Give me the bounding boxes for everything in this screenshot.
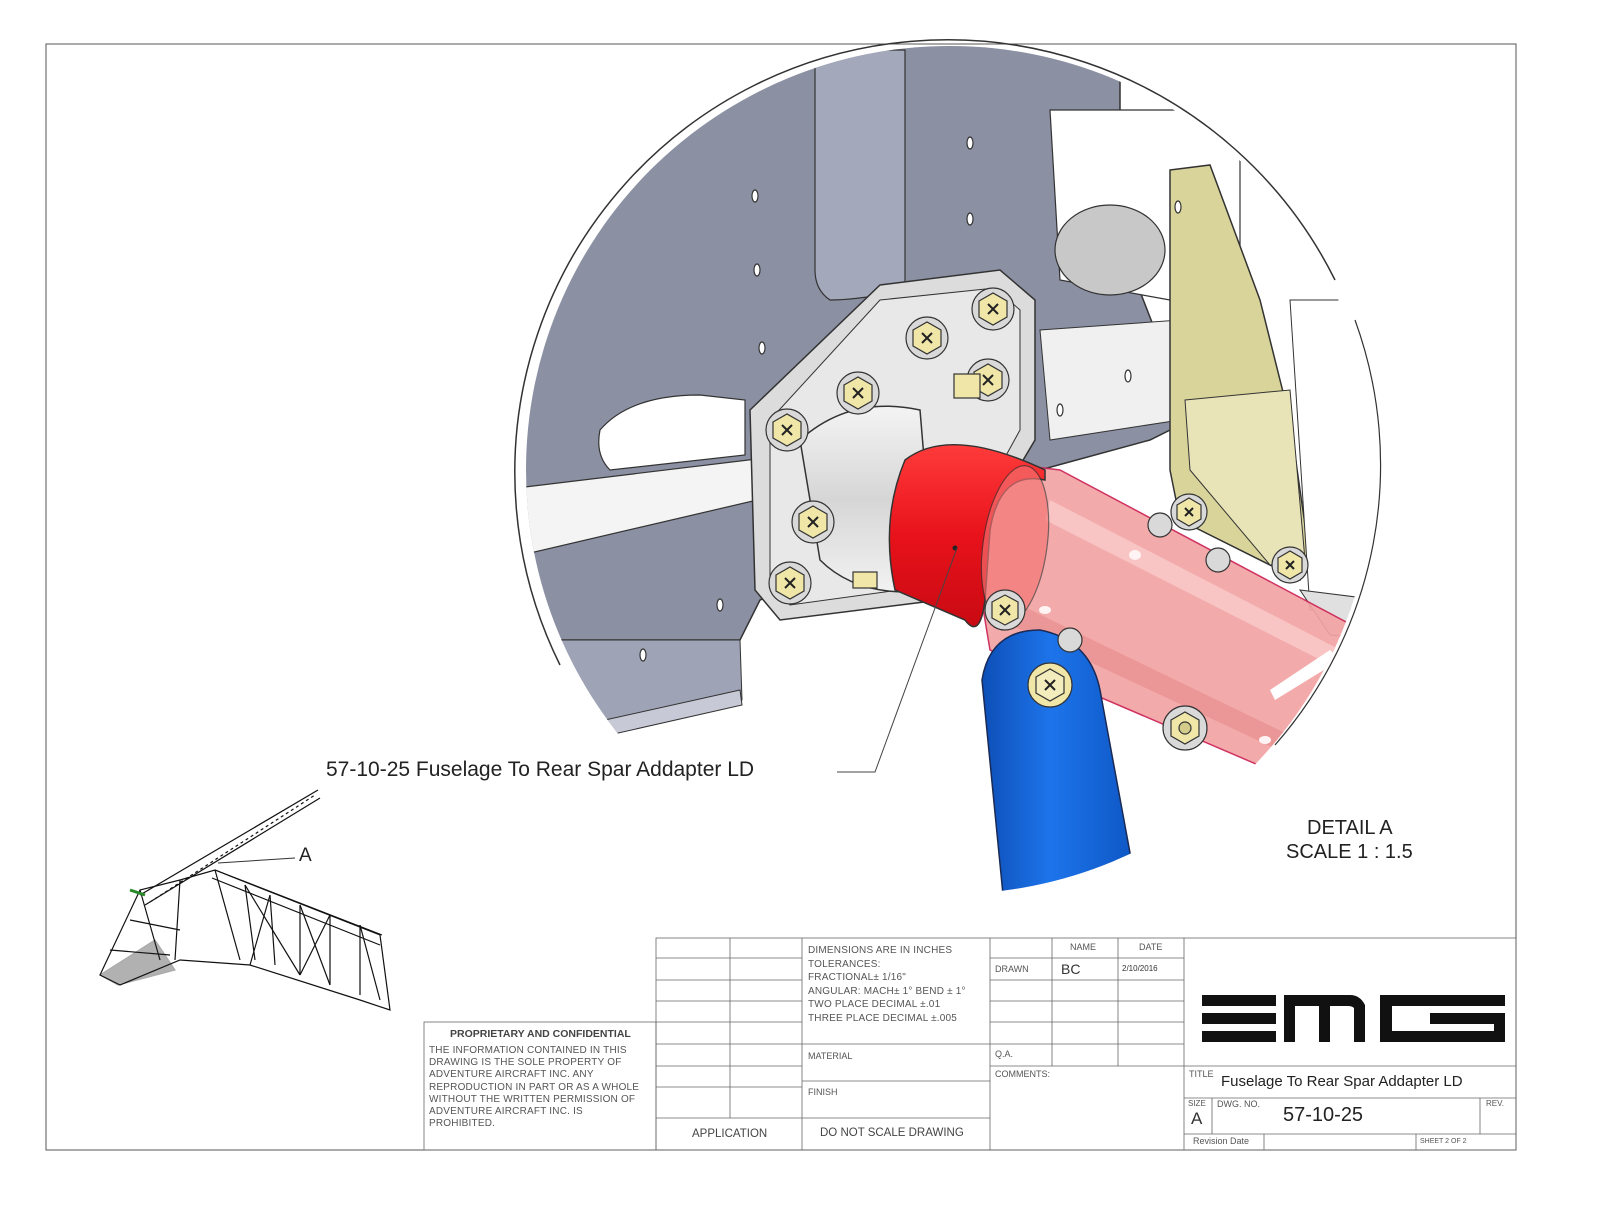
drawn-by-name: BC	[1061, 961, 1081, 977]
dwg-no-label: DWG. NO.	[1217, 1099, 1260, 1109]
date-column-header: DATE	[1139, 942, 1163, 952]
drawing-number: 57-10-25	[1283, 1104, 1364, 1126]
tolerance-line: TWO PLACE DECIMAL ±.01	[808, 999, 941, 1011]
proprietary-line: ADVENTURE AIRCRAFT INC. IS	[429, 1105, 583, 1117]
proprietary-heading: PROPRIETARY AND CONFIDENTIAL	[450, 1028, 631, 1040]
callout-leader	[837, 547, 958, 773]
name-column-header: NAME	[1070, 942, 1097, 952]
drawing-title: Fuselage To Rear Spar Addapter LD	[1221, 1073, 1463, 1090]
tolerance-line: ANGULAR: MACH± 1° BEND ± 1°	[808, 985, 966, 997]
tolerance-line: DIMENSIONS ARE IN INCHES	[808, 945, 953, 956]
tolerance-line: THREE PLACE DECIMAL ±.005	[808, 1012, 958, 1024]
detail-view	[526, 46, 1374, 894]
proprietary-line: ADVENTURE AIRCRAFT INC. ANY	[429, 1069, 594, 1081]
proprietary-line: THE INFORMATION CONTAINED IN THIS	[429, 1045, 627, 1056]
drawn-label: DRAWN	[995, 964, 1029, 974]
material-label: MATERIAL	[808, 1051, 853, 1061]
finish-label: FINISH	[808, 1087, 838, 1097]
application-label: APPLICATION	[692, 1128, 768, 1140]
tolerance-line: FRACTIONAL± 1/16"	[808, 972, 907, 984]
detail-scale: SCALE 1 : 1.5	[1286, 841, 1413, 863]
proprietary-line: DRAWING IS THE SOLE PROPERTY OF	[429, 1057, 622, 1069]
emg-logo	[1202, 995, 1505, 1042]
lift-strut	[981, 629, 1136, 894]
size-label: SIZE	[1188, 1099, 1206, 1108]
fuselage-overview	[98, 789, 391, 1011]
title-label: TITLE	[1189, 1069, 1214, 1079]
rev-label: REV.	[1486, 1099, 1504, 1108]
part-callout-label: 57-10-25 Fuselage To Rear Spar Addapter …	[326, 758, 755, 781]
qa-label: Q.A.	[995, 1049, 1014, 1059]
tolerance-line: TOLERANCES:	[808, 958, 881, 970]
comments-label: COMMENTS:	[995, 1069, 1050, 1079]
size-value: A	[1191, 1109, 1203, 1128]
revision-date-label: Revision Date	[1193, 1136, 1250, 1146]
proprietary-line: PROHIBITED.	[429, 1118, 496, 1130]
title-block-grid	[423, 937, 1517, 1151]
detail-title: DETAIL A	[1307, 817, 1393, 839]
tolerances-notes: DIMENSIONS ARE IN INCHES TOLERANCES: FRA…	[808, 946, 966, 1028]
detail-marker-label: A	[299, 845, 312, 866]
proprietary-line: WITHOUT THE WRITTEN PERMISSION OF	[429, 1093, 636, 1105]
sheet-number: SHEET 2 OF 2	[1420, 1138, 1467, 1145]
do-not-scale-note: DO NOT SCALE DRAWING	[820, 1127, 964, 1139]
proprietary-notice: THE INFORMATION CONTAINED IN THIS DRAWIN…	[429, 1046, 639, 1131]
drawn-date: 2/10/2016	[1122, 964, 1158, 973]
proprietary-line: REPRODUCTION IN PART OR AS A WHOLE	[429, 1081, 640, 1093]
